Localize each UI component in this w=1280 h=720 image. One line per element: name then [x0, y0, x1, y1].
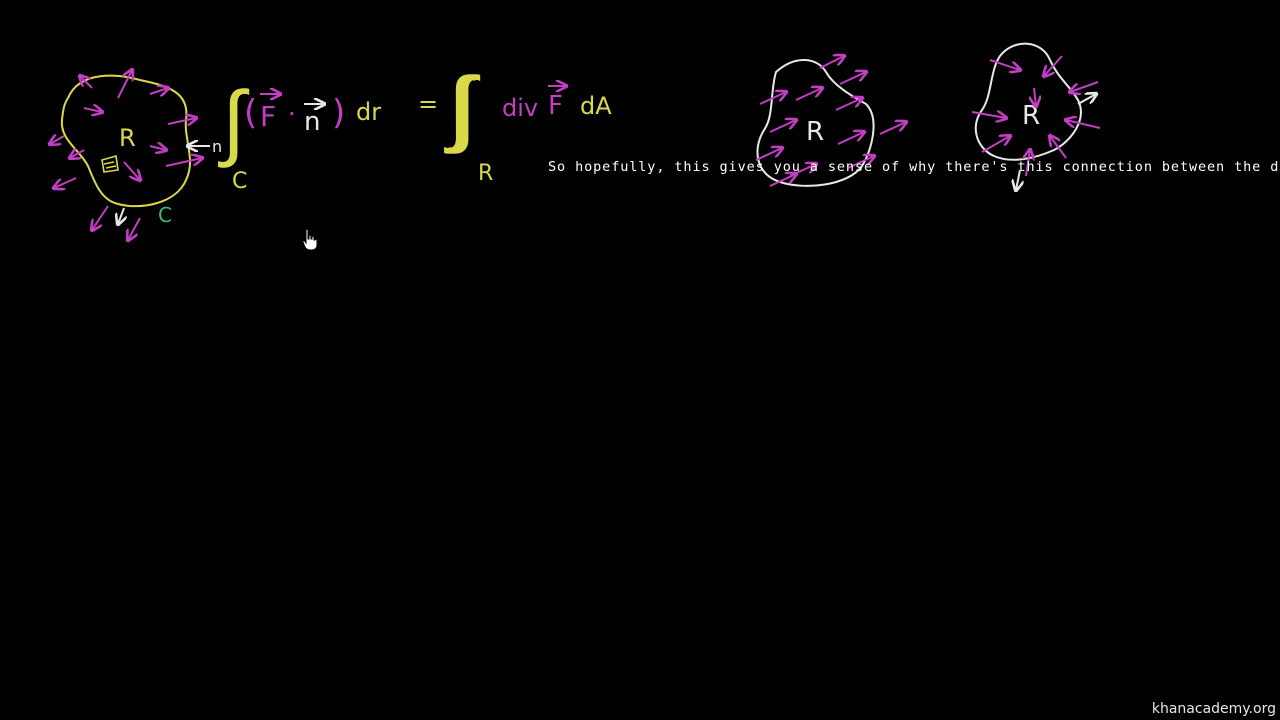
curve-c — [60, 74, 191, 208]
line-integral-subscript: C — [232, 169, 247, 194]
outward-arrow-white — [118, 207, 124, 224]
rhs-da: dA — [580, 92, 612, 120]
rhs-f: F — [548, 91, 563, 121]
region-sketch-uniform: R — [755, 56, 906, 187]
hand-pointer-icon — [302, 228, 318, 251]
subtitle-caption: So hopefully, this gives you a sense of … — [548, 159, 1280, 175]
curve-label: C — [158, 203, 172, 227]
region-boundary-3 — [974, 42, 1082, 161]
double-integral-symbol: ∫∫ — [444, 58, 481, 156]
khan-academy-watermark: khanacademy.org — [1151, 701, 1276, 717]
region-sketch-converging: R — [971, 42, 1101, 190]
lhs-f: F — [260, 100, 276, 133]
converging-field-arrows — [971, 55, 1101, 177]
lhs-dr: dr — [356, 98, 381, 126]
outward-normal-3b — [1016, 169, 1020, 190]
region-sketch-left: R C n — [50, 70, 222, 240]
lhs-dot: · — [288, 100, 296, 128]
small-region-patch — [101, 154, 119, 173]
sketch3-label: R — [1022, 101, 1040, 131]
outward-normal-3 — [1077, 94, 1096, 105]
uniform-field-arrows — [755, 56, 906, 187]
double-integral-subscript: R — [478, 161, 493, 186]
vector-field-arrows-left — [50, 70, 202, 240]
sketch2-label: R — [806, 117, 824, 147]
flux-equation: ∫ C ( F · n ) dr = ∫∫ R div F dA — [218, 58, 612, 194]
equals-sign: = — [418, 90, 438, 118]
lhs-close-paren: ) — [332, 93, 345, 133]
line-integral-symbol: ∫ — [218, 72, 250, 170]
lhs-open-paren: ( — [244, 93, 257, 133]
region-boundary-2 — [756, 58, 875, 187]
region-label: R — [119, 124, 136, 152]
lhs-n: n — [304, 107, 320, 137]
rhs-div: div — [502, 94, 538, 122]
normal-label: n — [212, 137, 222, 156]
